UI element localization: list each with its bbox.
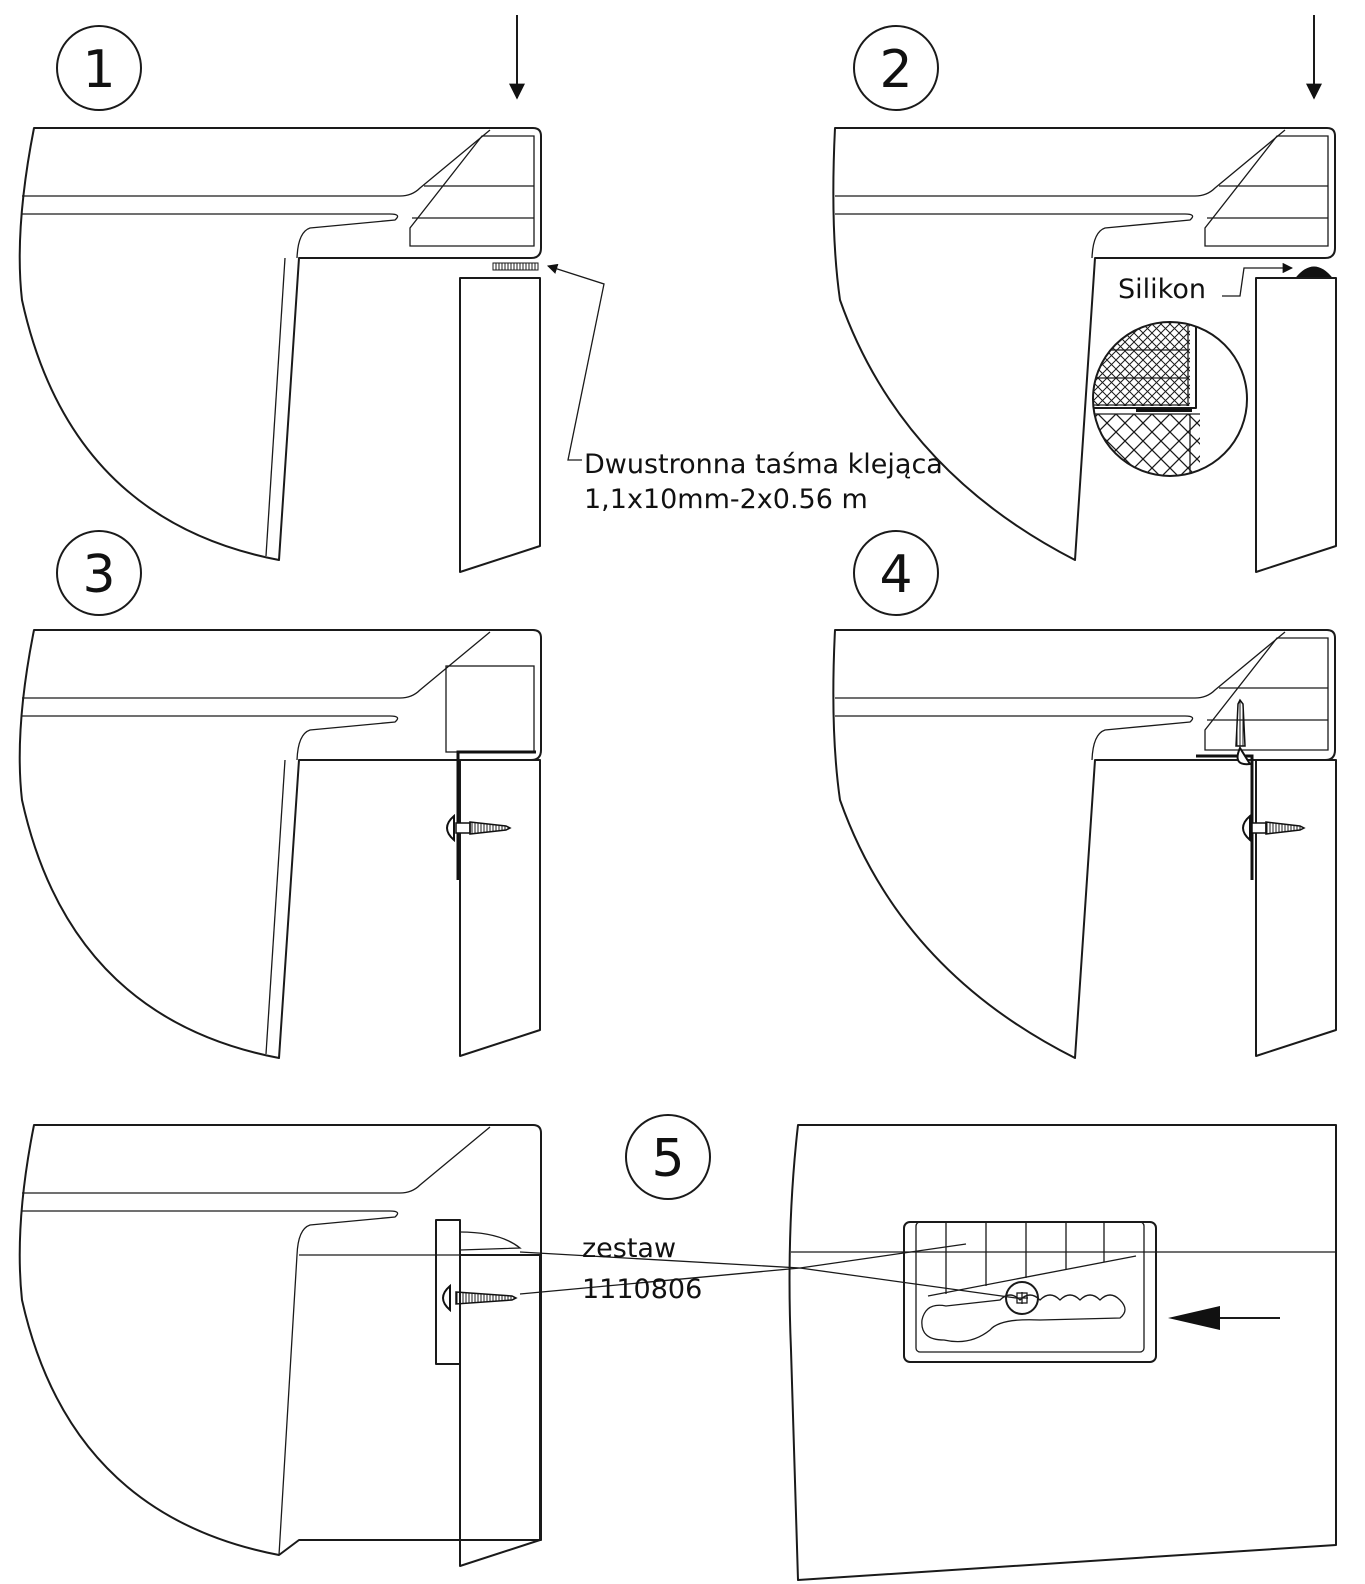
bathtub-profile (832, 629, 1336, 1059)
bathtub-profile (18, 629, 542, 1059)
step-4-badge: 4 (853, 530, 939, 616)
wall-section (1255, 759, 1337, 1057)
svg-text:3: 3 (82, 545, 115, 605)
panel-step-2: 2 Silikon (832, 15, 1337, 573)
wall-section (1255, 277, 1337, 573)
svg-text:1: 1 (82, 40, 115, 100)
tape-leader-line (547, 263, 605, 461)
tape-label-line2: 1,1x10mm-2x0.56 m (584, 484, 868, 515)
panel-step-3: 3 (18, 530, 542, 1059)
kit-label-line2: 1110806 (582, 1274, 702, 1305)
detail-magnifier (1092, 321, 1248, 477)
silicone-label: Silikon (1118, 274, 1206, 305)
silicone-bead (1294, 266, 1334, 279)
clip-front-view (903, 1221, 1157, 1363)
step-5-badge: 5 (625, 1114, 711, 1200)
bathtub-front-view (788, 1124, 1337, 1581)
svg-text:5: 5 (651, 1129, 684, 1189)
mounting-bracket (1196, 754, 1254, 880)
bathtub-profile (18, 127, 542, 561)
bathtub-profile (832, 127, 1336, 561)
svg-text:4: 4 (879, 545, 912, 605)
wall-section (459, 277, 541, 573)
step-2-badge: 2 (853, 25, 939, 111)
mounting-clip (435, 1219, 522, 1365)
screw-icon (446, 813, 512, 843)
bathtub-insulation (1204, 637, 1329, 751)
wall-section (459, 759, 541, 1057)
panel-step-4: 4 (832, 530, 1337, 1059)
silicone-leader-line (1222, 262, 1294, 297)
bathtub-profile (18, 1124, 542, 1556)
panel-step-5: 5 zestaw 1110806 (18, 1114, 1337, 1581)
kit-label-line1: zestaw (582, 1233, 676, 1264)
tape-label-line1: Dwustronna taśma klejąca (584, 449, 943, 480)
bathtub-insulation (445, 665, 535, 753)
screw-icon (1235, 698, 1252, 766)
kit-leader-lines (519, 1243, 1017, 1299)
adhesive-tape (492, 262, 539, 271)
step-1-badge: 1 (56, 25, 142, 111)
bathtub-insulation (1204, 135, 1329, 247)
svg-text:2: 2 (879, 40, 912, 100)
push-direction-arrow-icon (1168, 1306, 1280, 1330)
screw-icon (1242, 813, 1306, 843)
step-3-badge: 3 (56, 530, 142, 616)
mounting-bracket (456, 750, 536, 880)
panel-step-1: 1 Dwustronna taśma klejąca 1,1x10mm-2x0.… (18, 15, 943, 573)
wall-section (459, 1254, 541, 1567)
bathtub-insulation (409, 135, 535, 247)
